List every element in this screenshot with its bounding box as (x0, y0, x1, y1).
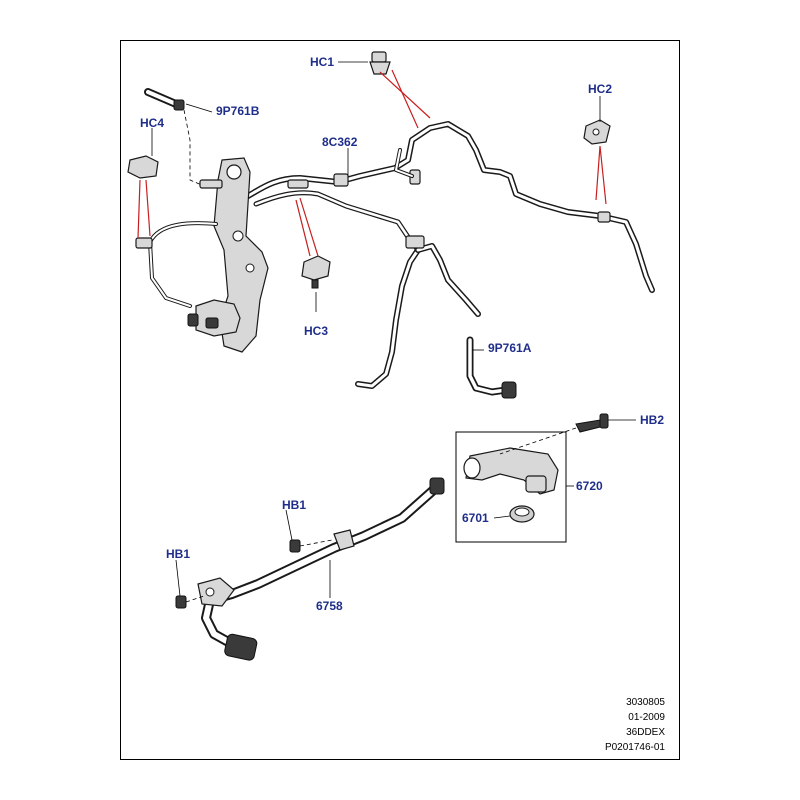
part-6720-group (455, 413, 609, 543)
callout-9p761b: 9P761B (216, 104, 260, 118)
left-bracket-assembly (144, 88, 269, 353)
footer-date: 01-2009 (628, 712, 665, 723)
callout-hc1: HC1 (310, 55, 334, 69)
callout-hc2: HC2 (588, 82, 612, 96)
callout-6701: 6701 (462, 511, 489, 525)
footer-code-1: 3030805 (626, 697, 665, 708)
valve-body (195, 299, 241, 337)
callout-hb1-upper: HB1 (282, 498, 306, 512)
bracket-eye (226, 164, 242, 180)
lower-pipe-assembly (175, 477, 445, 661)
clip-hc4 (127, 155, 159, 249)
pipe-6758-end-fitting (224, 633, 258, 661)
hose-9p761a-end (501, 381, 517, 399)
footer-code-3: P0201746-01 (604, 742, 665, 753)
left-side-hose (148, 221, 218, 308)
callout-hb2: HB2 (640, 413, 664, 427)
callout-9p761a: 9P761A (488, 341, 532, 355)
callout-hc4: HC4 (140, 116, 164, 130)
connector-block (333, 173, 349, 187)
callout-8c362: 8C362 (322, 135, 358, 149)
part-6720-box (455, 431, 567, 543)
bolt-hb1-upper (289, 539, 301, 553)
clip-hc2 (583, 119, 611, 145)
callout-hc3: HC3 (304, 324, 328, 338)
footer-code-2: 36DDEX (626, 727, 665, 738)
callout-6720: 6720 (576, 479, 603, 493)
bolt-hb1-lower (175, 595, 187, 609)
upper-hose-assembly (245, 121, 655, 399)
callout-labels: HC1 HC2 HC3 HC4 9P761B 8C362 9P761A HB2 … (140, 55, 664, 613)
clip-hc1 (369, 51, 391, 75)
leader-lines (137, 61, 636, 598)
callout-6758: 6758 (316, 599, 343, 613)
clip-hc3 (301, 255, 331, 289)
callout-hb1-lower: HB1 (166, 547, 190, 561)
pipe-6758 (201, 481, 443, 649)
